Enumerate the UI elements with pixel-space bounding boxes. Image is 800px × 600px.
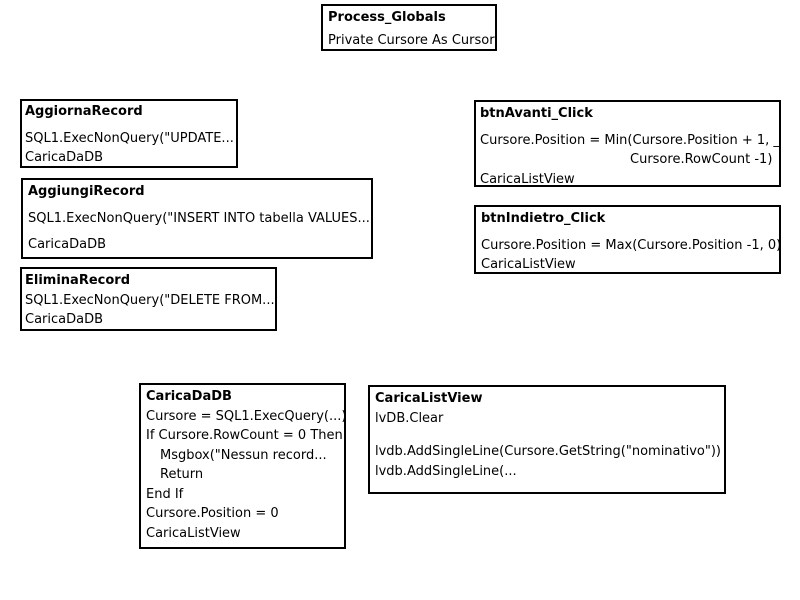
code-line: End If [146,486,184,502]
box-title: btnAvanti_Click [480,106,593,121]
carica-list-view-box: CaricaListView lvDB.Clear lvdb.AddSingle… [368,385,726,494]
box-title: AggiungiRecord [28,184,145,199]
code-line: Return [160,467,204,482]
process-globals-box: Process_Globals Private Cursore As Curso… [321,4,497,51]
code-line: CaricaListView [481,257,576,272]
box-title: btnIndietro_Click [481,211,606,226]
box-title: AggiornaRecord [25,104,143,119]
code-line: If Cursore.RowCount = 0 Then [146,428,343,443]
code-line: Cursore.Position = Max(Cursore.Position … [481,237,782,253]
aggiungi-record-box: AggiungiRecord SQL1.ExecNonQuery("INSERT… [21,178,373,259]
code-line: Cursore.Position = 0 [146,506,279,521]
btn-avanti-click-box: btnAvanti_Click Cursore.Position = Min(C… [474,100,781,187]
code-line: Private Cursore As Cursor [328,32,495,48]
code-line: lvdb.AddSingleLine(Cursore.GetString("no… [375,444,721,459]
box-title: CaricaDaDB [146,389,232,404]
code-line: Msgbox("Nessun record... [160,447,327,463]
code-line: CaricaDaDB [25,150,104,165]
code-line: SQL1.ExecNonQuery("INSERT INTO tabella V… [28,210,370,226]
box-title: Process_Globals [328,10,446,25]
code-line: CaricaListView [146,525,241,541]
code-line: Cursore.Position = Min(Cursore.Position … [480,132,780,148]
code-line: Cursore.RowCount -1) [630,152,773,167]
code-line: SQL1.ExecNonQuery("UPDATE... [25,130,234,146]
carica-da-db-box: CaricaDaDB Cursore = SQL1.ExecQuery(...)… [139,383,346,549]
btn-indietro-click-box: btnIndietro_Click Cursore.Position = Max… [474,205,781,274]
code-line: CaricaListView [480,171,575,187]
code-line: SQL1.ExecNonQuery("DELETE FROM... [25,292,275,308]
box-title: CaricaListView [375,391,483,406]
code-line: lvDB.Clear [375,410,444,426]
elimina-record-box: EliminaRecord SQL1.ExecNonQuery("DELETE … [20,267,277,331]
code-line: CaricaDaDB [25,312,104,327]
aggiorna-record-box: AggiornaRecord SQL1.ExecNonQuery("UPDATE… [20,99,238,168]
box-title: EliminaRecord [25,273,131,288]
code-line: CaricaDaDB [28,237,107,252]
code-line: Cursore = SQL1.ExecQuery(...) [146,408,347,424]
code-line: lvdb.AddSingleLine(... [375,463,517,479]
